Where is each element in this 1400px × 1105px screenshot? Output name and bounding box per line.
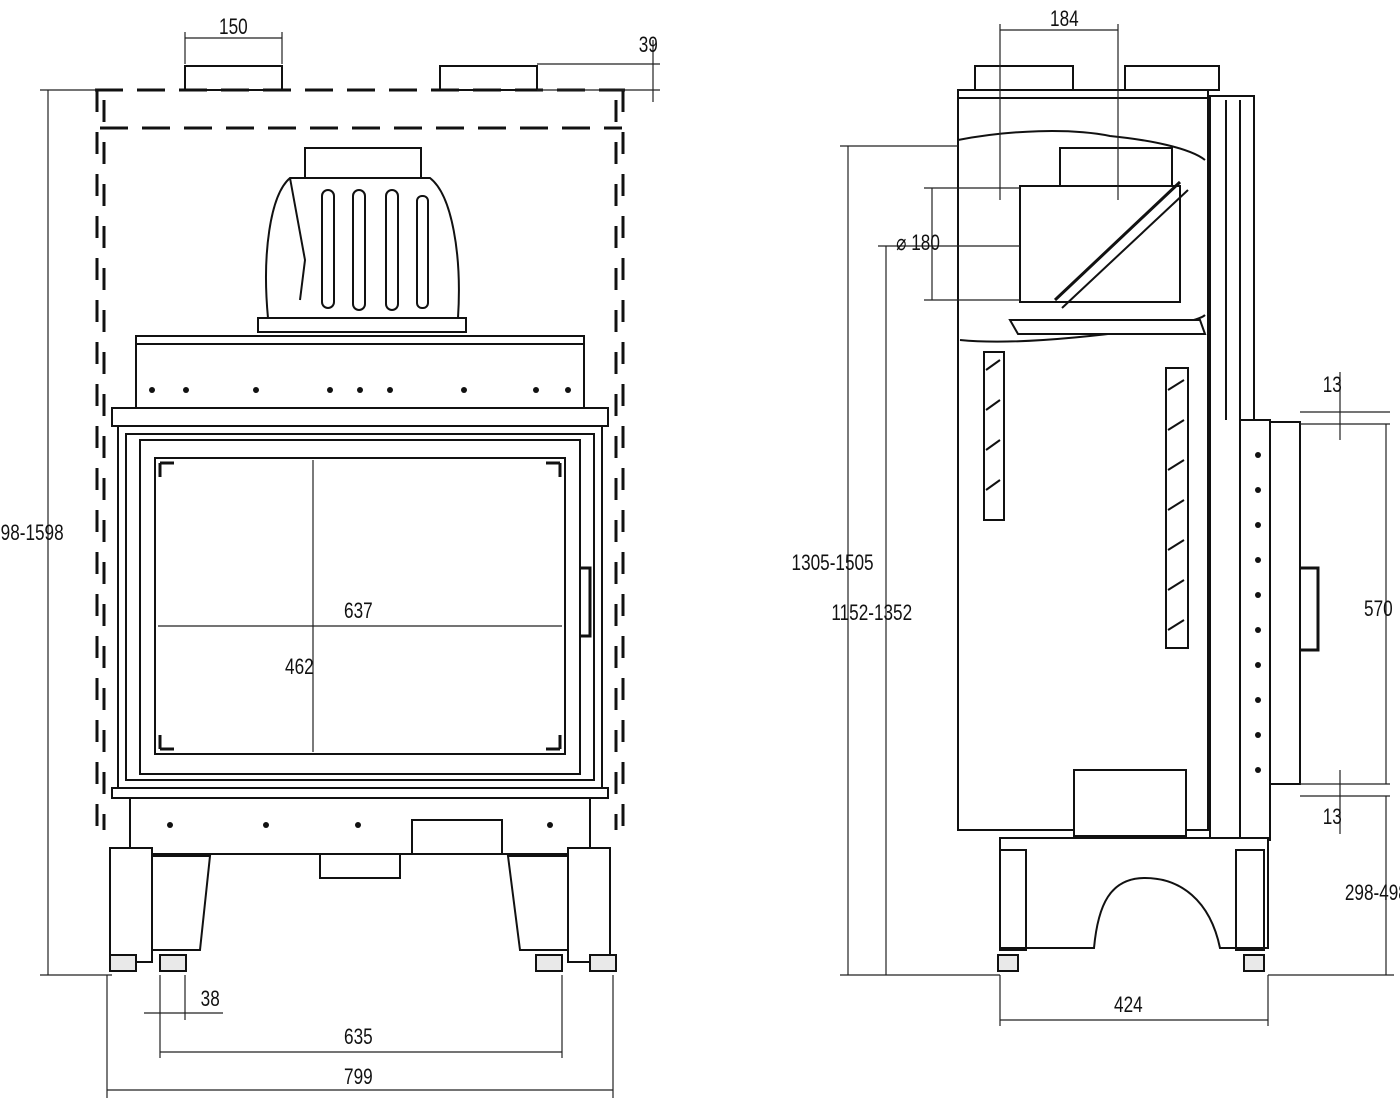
- front-casing-outline: [95, 65, 625, 835]
- overall-height-label: 1398-1598: [0, 521, 64, 546]
- glass-height-label: 462: [285, 655, 314, 680]
- leg-width-label: 38: [201, 987, 220, 1012]
- front-base: [109, 797, 617, 972]
- base-height-label: 298-498: [1345, 881, 1400, 906]
- top-offset-label: 39: [639, 33, 658, 58]
- side-view: 184 ⌀ 180 1305-1505 1152-1352 13 570 13 …: [792, 7, 1400, 1026]
- side-door: [1239, 419, 1320, 841]
- outlet-depth-label: 184: [1050, 7, 1079, 32]
- total-height-label: 1305-1505: [792, 551, 874, 576]
- flue-diameter-label: ⌀ 180: [896, 231, 940, 256]
- side-base: [997, 769, 1269, 972]
- side-baffles: [983, 351, 1189, 649]
- front-view: 150 39 1398-1598 637 462 38 635 799: [0, 15, 660, 1098]
- front-door: [111, 425, 609, 799]
- glass-width-label: 637: [344, 599, 373, 624]
- door-gap-top-label: 13: [1323, 373, 1342, 398]
- overall-width-label: 799: [344, 1065, 373, 1090]
- leg-spacing-label: 635: [344, 1025, 373, 1050]
- outlet-width-label: 150: [219, 15, 248, 40]
- side-dimension-lines: [840, 24, 1394, 1026]
- door-height-label: 570: [1364, 597, 1393, 622]
- front-top-collar: [111, 335, 609, 427]
- door-gap-bottom-label: 13: [1323, 805, 1342, 830]
- front-flue-hood: [257, 147, 467, 333]
- side-flue-duct: [1008, 147, 1207, 335]
- overall-depth-label: 424: [1114, 993, 1143, 1018]
- flue-height-label: 1152-1352: [831, 601, 912, 626]
- front-dimension-lines: [40, 32, 660, 1098]
